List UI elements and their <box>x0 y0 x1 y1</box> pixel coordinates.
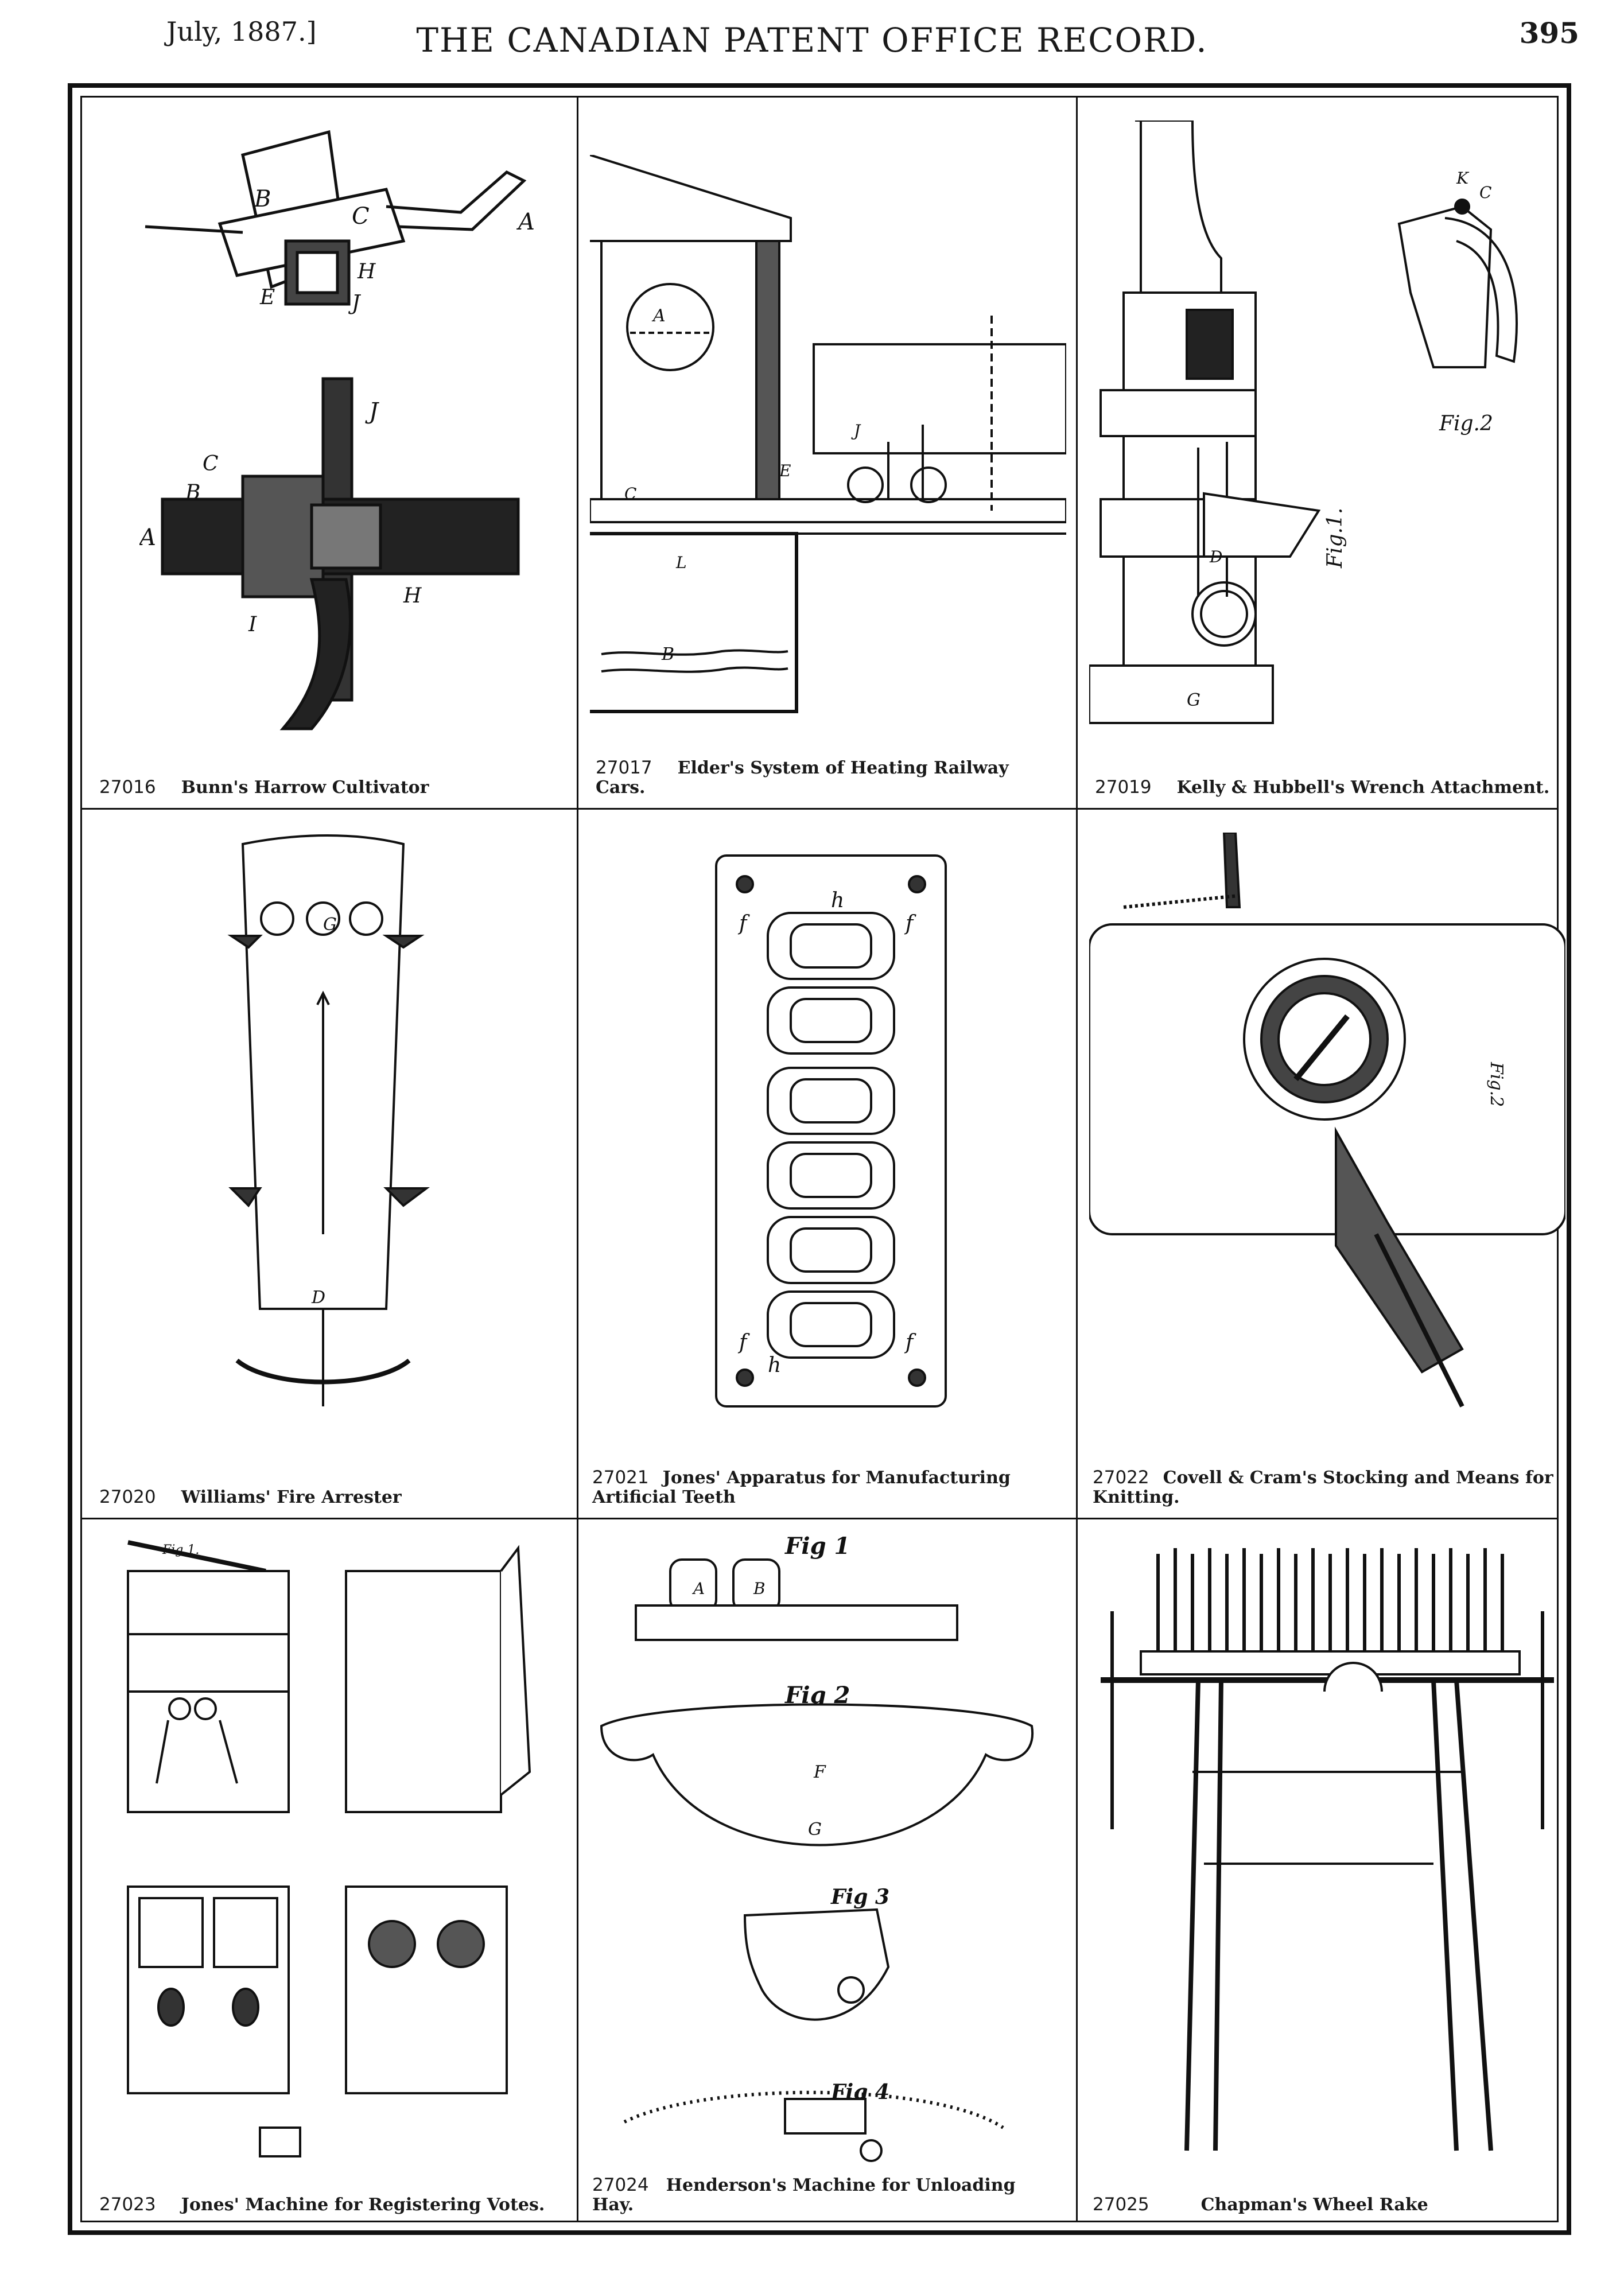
row-divider <box>82 1518 1557 1519</box>
svg-text:K: K <box>1456 169 1470 188</box>
svg-text:E: E <box>259 286 275 309</box>
svg-text:B: B <box>185 481 200 504</box>
column-divider <box>577 98 578 2221</box>
artificial-teeth-mold-drawing: f f f f h h <box>715 854 947 1408</box>
vote-register-drawing: Fig.1. <box>127 1540 531 2157</box>
svg-text:I: I <box>248 613 257 636</box>
heating-railway-cars-drawing: A B C E L J <box>590 155 1066 713</box>
figure-label: Fig.2 <box>1439 412 1493 436</box>
column-divider <box>1076 98 1078 2221</box>
figure-label: Fig.1. <box>162 1543 199 1557</box>
svg-text:G: G <box>1187 690 1200 710</box>
svg-text:H: H <box>403 584 422 608</box>
svg-text:L: L <box>675 553 687 572</box>
row-divider <box>82 808 1557 810</box>
svg-text:C: C <box>1479 183 1491 202</box>
wheel-rake-drawing <box>1101 1548 1554 2151</box>
svg-text:A: A <box>516 209 535 235</box>
svg-text:E: E <box>779 461 791 480</box>
svg-text:G: G <box>808 1820 822 1840</box>
svg-text:C: C <box>203 452 219 476</box>
svg-text:D: D <box>1209 547 1222 566</box>
harrow-cultivator-drawing: B C A H J E J C B A H I <box>139 130 535 730</box>
svg-text:G: G <box>323 915 337 935</box>
figure-label: Fig.2 <box>1486 1062 1506 1107</box>
figure-label: Fig 3 <box>830 1885 889 1909</box>
wrench-attachment-drawing: C K D G Fig.2 Fig.1. <box>1089 120 1518 724</box>
svg-text:A: A <box>651 306 666 326</box>
svg-text:H: H <box>357 260 376 283</box>
figure-label: Fig.1. <box>1323 508 1347 569</box>
svg-text:D: D <box>311 1288 325 1308</box>
page-number: 395 <box>1519 16 1579 50</box>
fire-arrester-drawing: G D <box>227 834 430 1406</box>
figure-label: Fig 1 <box>784 1533 850 1560</box>
knitting-machine-drawing: Fig.2 <box>1089 833 1565 1408</box>
hay-unloader-drawing: Fig 1 A B Fig 2 F G Fig 3 Fig 4 <box>600 1533 1034 2162</box>
svg-text:B: B <box>661 644 674 664</box>
svg-text:J: J <box>851 421 861 440</box>
svg-text:A: A <box>691 1579 705 1598</box>
svg-text:J: J <box>365 398 379 425</box>
svg-text:B: B <box>753 1579 766 1598</box>
svg-text:C: C <box>624 484 636 503</box>
header-date: July, 1887.] <box>166 16 317 47</box>
svg-text:h: h <box>768 1354 781 1377</box>
svg-text:A: A <box>139 524 156 551</box>
page-title: THE CANADIAN PATENT OFFICE RECORD. <box>416 21 1208 60</box>
svg-text:h: h <box>831 889 844 912</box>
svg-text:B: B <box>254 186 271 212</box>
svg-text:C: C <box>352 203 370 230</box>
svg-text:F: F <box>813 1762 826 1782</box>
